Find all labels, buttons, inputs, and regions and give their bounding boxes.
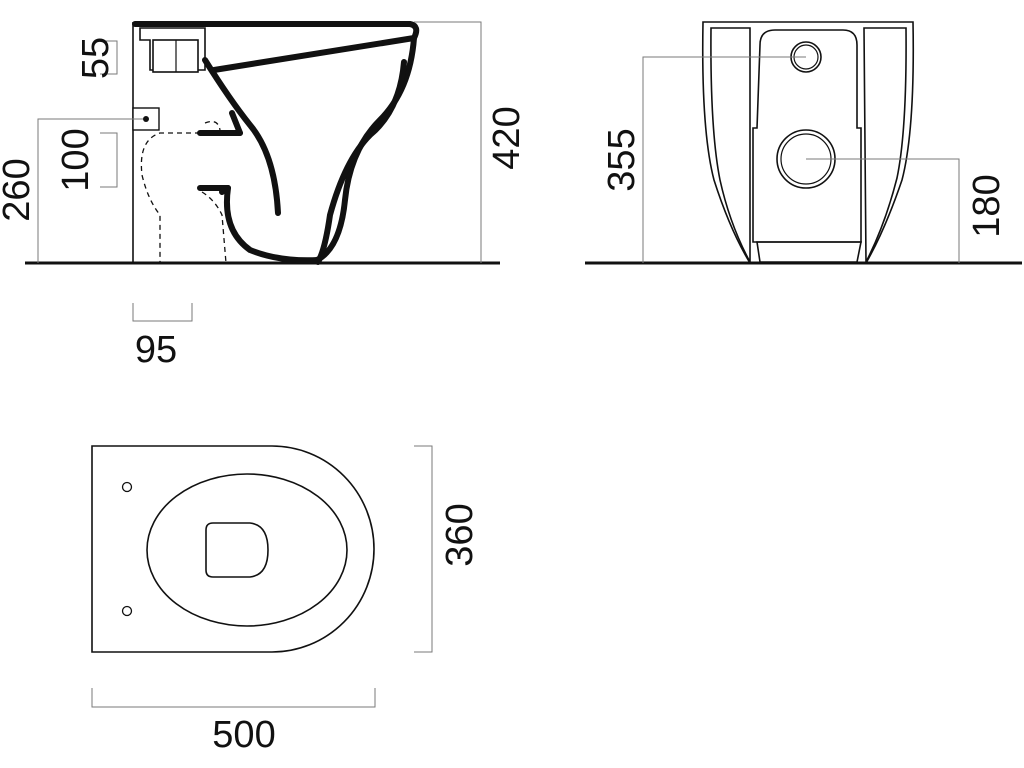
dim-180: 180	[966, 174, 1008, 237]
dim-360: 360	[439, 503, 481, 566]
rim-inner	[139, 27, 206, 71]
dim-420-line	[414, 21, 482, 263]
bowl-inner	[202, 57, 281, 216]
bowl-outer-2	[315, 59, 407, 265]
rear-center-panel	[752, 29, 862, 243]
rear-view: 355 180	[585, 21, 1022, 265]
trap	[197, 130, 321, 264]
dim-355-line	[642, 56, 806, 263]
inlet-point	[143, 116, 149, 122]
dim-100: 100	[55, 128, 97, 191]
seat-hole-top	[121, 481, 133, 493]
dim-360-bracket	[414, 445, 433, 653]
dim-260-line	[37, 118, 143, 263]
dim-100-bracket	[100, 132, 118, 188]
side-view: 55 100 260 420 95	[0, 21, 528, 371]
trap-inner	[219, 110, 243, 195]
seat-hole-bottom	[121, 605, 133, 617]
rear-left-strip	[710, 27, 751, 263]
waste-dashed-2	[201, 120, 227, 264]
rear-right-strip	[863, 27, 907, 263]
dim-55: 55	[75, 37, 117, 79]
dim-420: 420	[486, 106, 528, 169]
bowl-drain	[205, 522, 269, 578]
bowl-opening	[146, 473, 348, 627]
top-outline	[91, 445, 375, 653]
dim-500: 500	[212, 714, 275, 756]
dim-95: 95	[135, 329, 177, 371]
dim-355: 355	[601, 128, 643, 191]
rear-bottom-band	[756, 241, 862, 263]
dim-95-bracket	[132, 303, 193, 322]
dim-500-bracket	[91, 688, 376, 708]
dim-55-bracket	[100, 40, 118, 75]
dim-260: 260	[0, 158, 38, 221]
top-view: 360 500	[91, 445, 481, 756]
rear-body-outer	[701, 21, 915, 264]
dim-180-line	[806, 158, 960, 263]
waste-dashed	[140, 132, 200, 263]
